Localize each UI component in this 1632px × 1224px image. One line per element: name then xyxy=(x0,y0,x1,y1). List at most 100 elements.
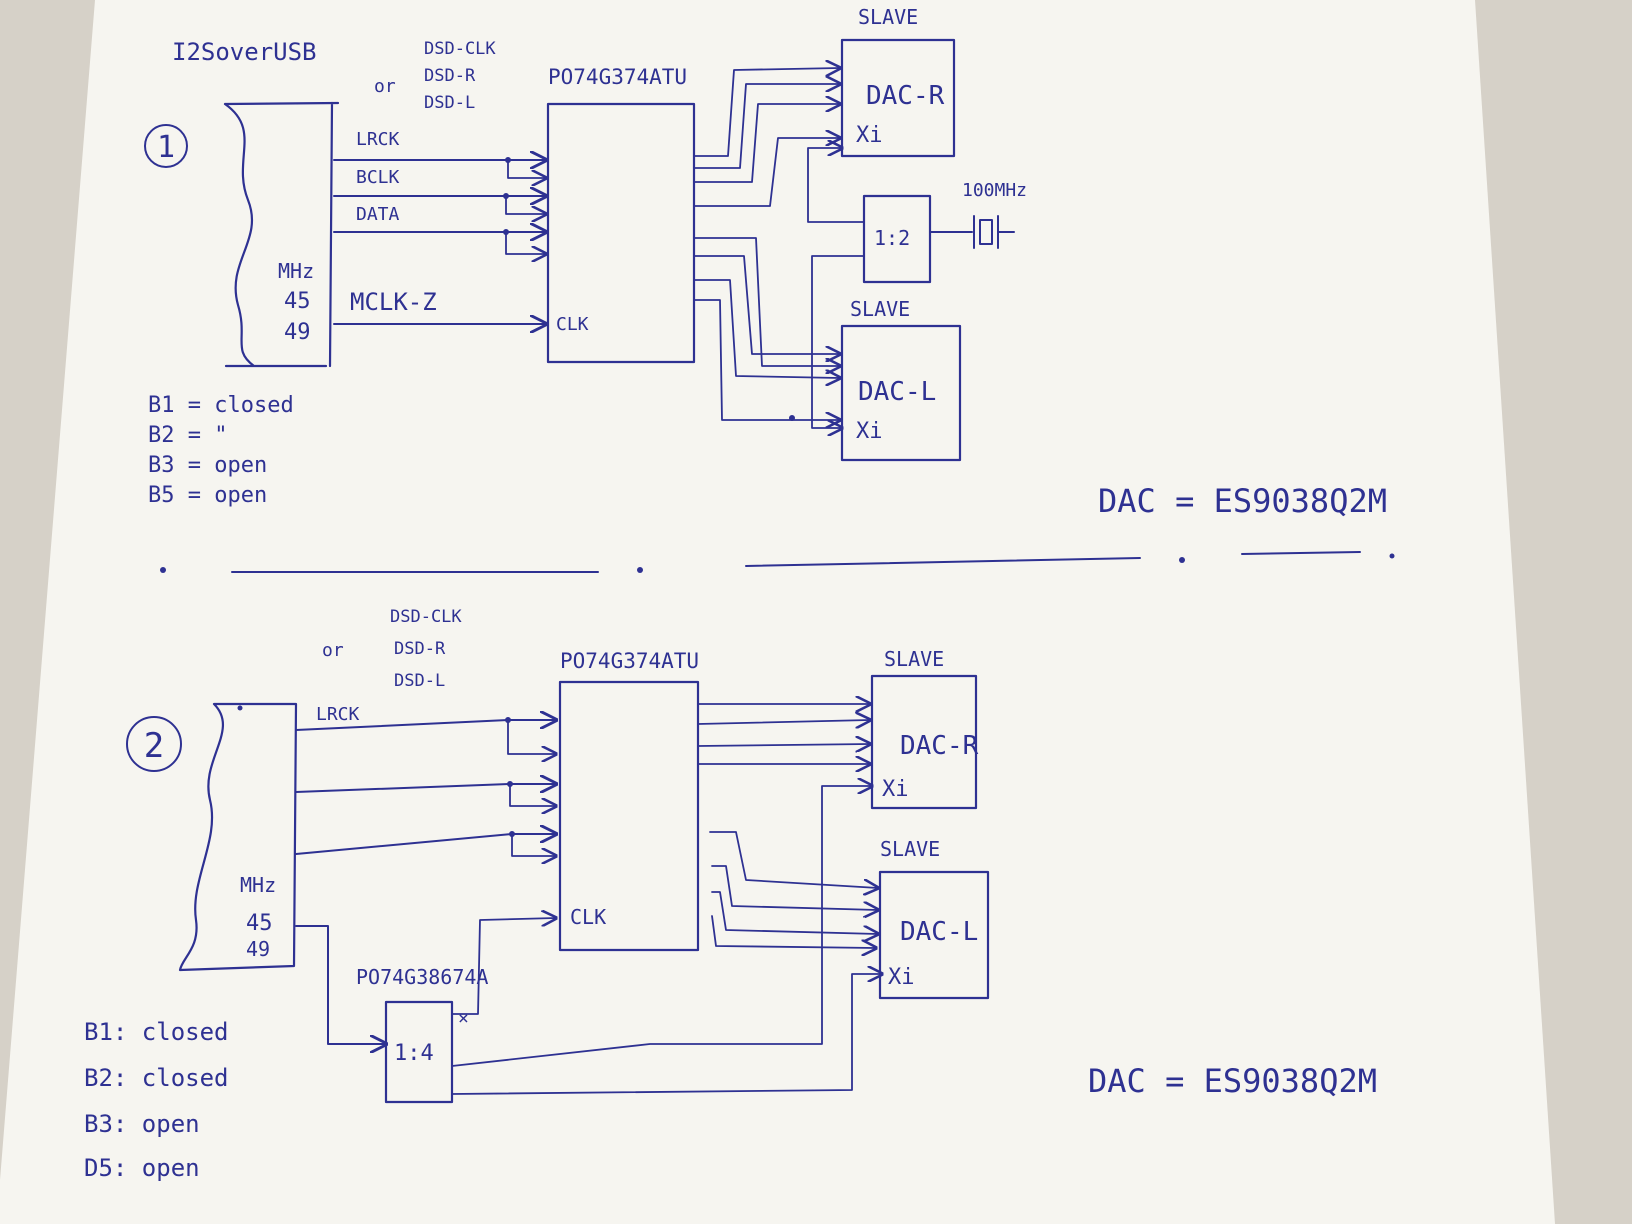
source-board xyxy=(223,101,340,368)
junction-dot xyxy=(505,157,511,163)
junction-dot xyxy=(503,193,509,199)
alt-signal-dsd-r: DSD-R xyxy=(424,66,476,86)
diagram-number-circle xyxy=(126,716,182,772)
dac-r-xi-pin: Xi xyxy=(856,123,883,148)
diagram-number: 2 xyxy=(144,726,164,766)
osc-label: 100MHz xyxy=(962,180,1027,201)
dac-l-xi-pin: Xi xyxy=(856,419,883,444)
source-board xyxy=(178,702,298,972)
wire-out-r3 xyxy=(693,104,840,183)
dac-l-chip xyxy=(840,324,962,462)
buffer-chip xyxy=(558,680,700,952)
buffer-chip xyxy=(546,102,696,364)
dac-r-name: DAC-R xyxy=(900,731,979,761)
jumper-b1: B1: closed xyxy=(84,1018,229,1046)
wire-data-branch xyxy=(505,231,546,254)
dac-part-label: DAC = ES9038Q2M xyxy=(1088,1062,1377,1100)
junction-dot xyxy=(505,717,511,723)
wire-out-r1 xyxy=(693,68,840,157)
dac-r-chip xyxy=(870,674,978,810)
wire-xi-r xyxy=(807,148,865,223)
jumper-d5: D5: open xyxy=(84,1154,200,1182)
freq-49: 49 xyxy=(246,937,270,961)
buffer-clk-pin: CLK xyxy=(570,905,606,929)
wire-out-r4 xyxy=(693,138,840,207)
junction-dot xyxy=(503,229,509,235)
jumper-b2: B2 = " xyxy=(148,423,227,448)
diagram-2: 2 MHz 45 49 or DSD-CLK DSD-R DSD-L LRCK … xyxy=(84,607,1377,1182)
freq-45: 45 xyxy=(284,289,311,314)
freq-45: 45 xyxy=(246,911,273,936)
signal-bclk-label: BCLK xyxy=(356,167,400,188)
source-label: I2SoverUSB xyxy=(172,38,317,66)
alt-signal-dsd-clk: DSD-CLK xyxy=(390,607,462,627)
wire-bclk-branch xyxy=(505,195,546,214)
junction-dot xyxy=(789,415,795,421)
wire-out-l4 xyxy=(711,915,876,948)
wire-data-branch xyxy=(511,833,556,856)
wire-out-r2 xyxy=(697,720,870,724)
dac-l-slave-label: SLAVE xyxy=(880,837,940,861)
wire-out-r3 xyxy=(697,744,870,746)
wire-lrck-branch xyxy=(507,159,546,178)
clock-divider-label: 1:2 xyxy=(874,226,910,250)
alt-signal-dsd-r: DSD-R xyxy=(394,639,446,659)
wire-xi-l xyxy=(811,255,865,428)
mhz-label: MHz xyxy=(278,259,314,283)
crystal-oscillator xyxy=(973,215,1015,249)
junction-dot xyxy=(507,781,513,787)
signal-lrck-label: LRCK xyxy=(356,129,400,150)
wire-xi-l xyxy=(451,974,882,1095)
dac-l-name: DAC-L xyxy=(858,377,936,407)
fanout-label: PO74G38674A xyxy=(356,965,488,989)
wire-out-l3 xyxy=(711,891,878,934)
dac-r-name: DAC-R xyxy=(866,81,945,111)
jumper-b1: B1 = closed xyxy=(148,393,294,418)
wire-out-l3 xyxy=(693,279,840,378)
wire-out-l2 xyxy=(711,865,878,910)
dac-part-label: DAC = ES9038Q2M xyxy=(1098,482,1387,520)
fanout-ratio: 1:4 xyxy=(394,1041,434,1066)
alt-signal-dsd-clk: DSD-CLK xyxy=(424,39,496,59)
mclk-label: MCLK-Z xyxy=(350,288,437,316)
junction-dot xyxy=(237,705,243,711)
alt-signal-dsd-l: DSD-L xyxy=(394,671,445,691)
clock-divider xyxy=(862,194,932,284)
dac-l-name: DAC-L xyxy=(900,917,978,947)
dac-r-slave-label: SLAVE xyxy=(858,5,918,29)
wire-mclk xyxy=(295,925,386,1044)
wire-fanout-clk xyxy=(451,918,556,1015)
signal-data-label: DATA xyxy=(356,204,400,225)
alt-signal-dsd-l: DSD-L xyxy=(424,93,475,113)
wire-out-l4 xyxy=(693,299,840,420)
dac-r-xi-pin: Xi xyxy=(882,777,909,802)
alt-or-label: or xyxy=(322,640,344,661)
buffer-label: PO74G374ATU xyxy=(560,649,699,673)
jumper-b3: B3: open xyxy=(84,1110,200,1138)
wire-out-l1 xyxy=(693,237,840,366)
mhz-label: MHz xyxy=(240,873,276,897)
diagram-number: 1 xyxy=(157,130,175,165)
paper-sheet xyxy=(0,0,1555,1224)
buffer-label: PO74G374ATU xyxy=(548,65,687,89)
wire-out-r2 xyxy=(693,84,840,169)
jumper-b3: B3 = open xyxy=(148,453,267,478)
jumper-b5: B5 = open xyxy=(148,483,267,508)
dac-l-chip xyxy=(878,870,990,1000)
dac-r-chip xyxy=(840,38,956,158)
section-separator xyxy=(160,551,1395,573)
fanout-unused-mark: × xyxy=(458,1008,469,1029)
diagram-number-circle xyxy=(144,124,188,168)
junction-dot xyxy=(509,831,515,837)
jumper-b2: B2: closed xyxy=(84,1064,229,1092)
dac-l-xi-pin: Xi xyxy=(888,965,915,990)
wire-out-l1 xyxy=(709,831,878,888)
dac-r-slave-label: SLAVE xyxy=(884,647,944,671)
wire-out-l2 xyxy=(693,255,840,354)
wire-bclk-branch xyxy=(509,783,556,806)
wire-xi-r xyxy=(451,786,872,1067)
diagram-1: 1 I2SoverUSB MHz 45 49 or DSD-CLK DSD-R … xyxy=(144,5,1387,520)
fanout-chip xyxy=(384,1000,454,1104)
signal-lrck-label: LRCK xyxy=(316,704,360,725)
